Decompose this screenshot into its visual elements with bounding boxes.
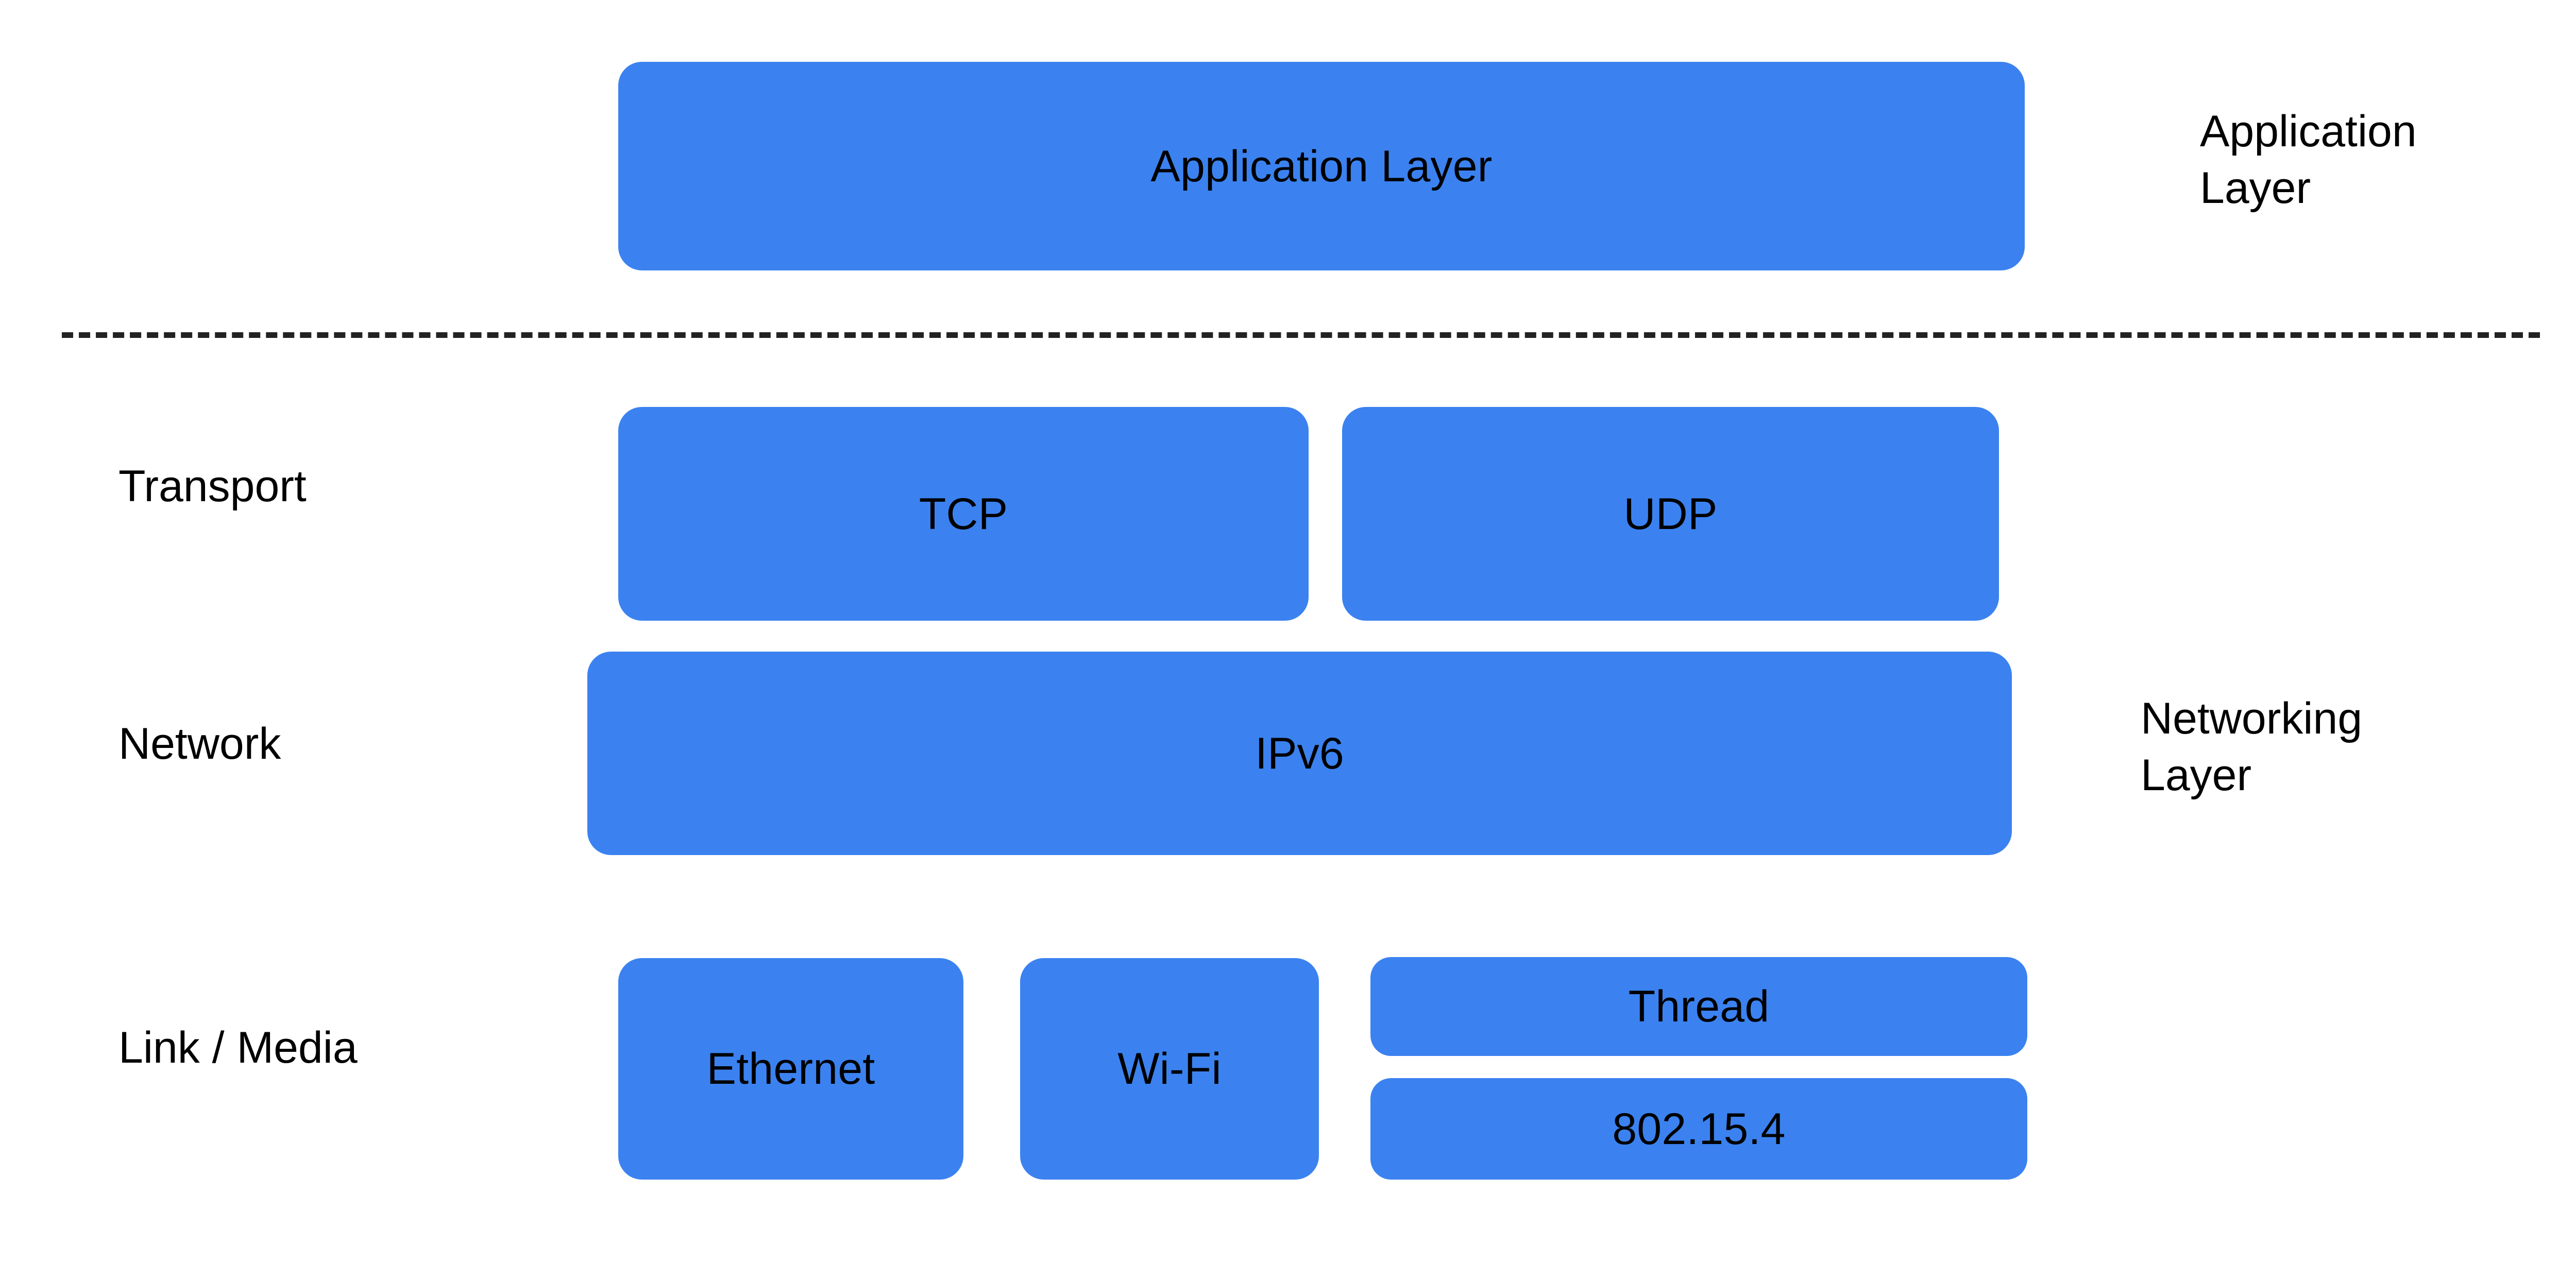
group-label-application-layer-line1: Application [2200, 107, 2417, 156]
block-wifi-label: Wi-Fi [1117, 1044, 1222, 1094]
block-ethernet-label: Ethernet [706, 1044, 875, 1094]
dashed-divider [62, 332, 2540, 338]
group-label-application-layer-line2: Layer [2200, 163, 2311, 213]
block-udp-label: UDP [1623, 489, 1718, 539]
group-label-networking-layer-line1: Networking [2141, 694, 2363, 743]
block-thread[interactable]: Thread [1370, 957, 2027, 1056]
row-label-link-media: Link / Media [118, 1023, 358, 1072]
block-application-layer-label: Application Layer [1150, 141, 1493, 191]
block-wifi[interactable]: Wi-Fi [1020, 958, 1319, 1180]
block-application-layer[interactable]: Application Layer [618, 62, 2025, 270]
group-label-networking-layer-line2: Layer [2141, 751, 2252, 800]
block-ieee-802-15-4[interactable]: 802.15.4 [1370, 1078, 2027, 1180]
row-label-network: Network [118, 719, 281, 769]
block-ieee-802-15-4-label: 802.15.4 [1612, 1104, 1786, 1154]
block-tcp[interactable]: TCP [618, 407, 1309, 621]
block-ipv6-label: IPv6 [1255, 728, 1344, 778]
group-label-networking-layer: Networking Layer [2141, 690, 2501, 804]
block-thread-label: Thread [1628, 982, 1770, 1031]
block-ipv6[interactable]: IPv6 [587, 652, 2012, 855]
block-ethernet[interactable]: Ethernet [618, 958, 963, 1180]
group-label-application-layer: Application Layer [2200, 103, 2561, 216]
block-udp[interactable]: UDP [1342, 407, 1999, 621]
row-label-transport: Transport [118, 462, 307, 511]
block-tcp-label: TCP [919, 489, 1008, 539]
